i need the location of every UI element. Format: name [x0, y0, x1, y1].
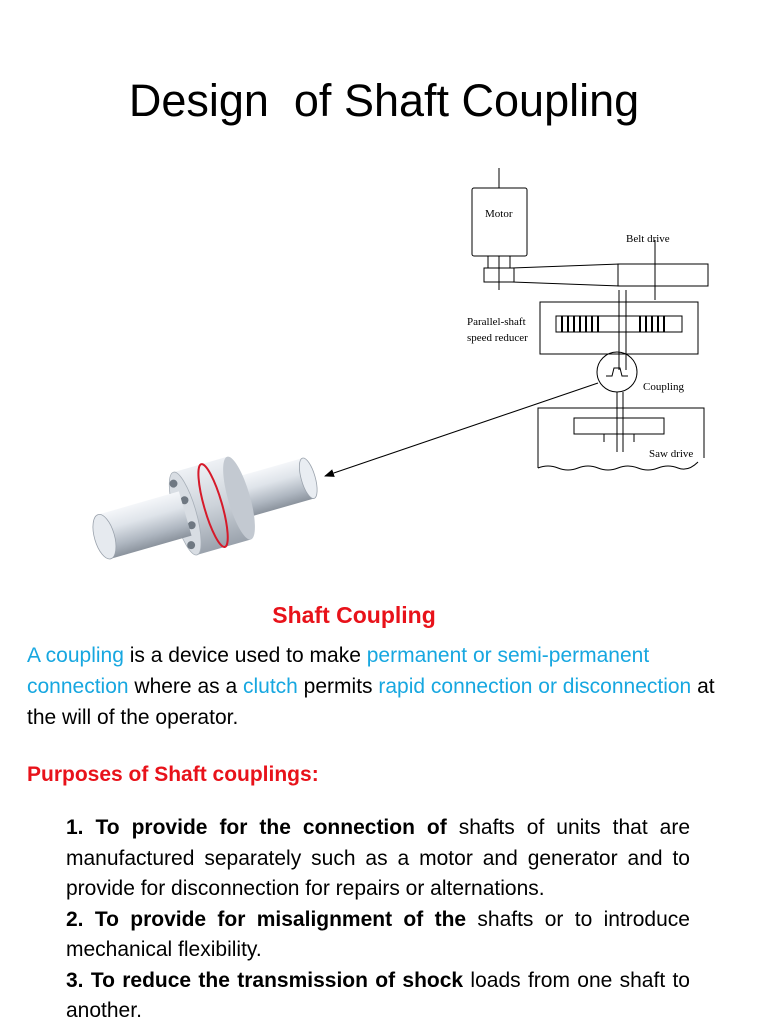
intro-term-coupling: A coupling	[27, 644, 124, 667]
intro-paragraph: A coupling is a device used to make perm…	[27, 640, 743, 733]
purpose-item: 2. To provide for misalignment of the sh…	[66, 905, 690, 966]
purpose-text: shafts or to introduce mechanical flexib…	[66, 907, 690, 962]
intro-term-permanent: permanent or semi-permanent connection	[27, 644, 650, 698]
purpose-text: shafts of units that are manufactured se…	[66, 816, 690, 900]
label-coupling: Coupling	[643, 381, 684, 393]
section-heading: Shaft Coupling	[272, 602, 436, 628]
intro-term-clutch: clutch	[242, 675, 298, 698]
purpose-bold: 3. To reduce the transmission of shock	[66, 968, 464, 992]
purpose-text: loads from one shaft to another.	[66, 968, 690, 1023]
label-saw-drive: Saw drive	[649, 448, 693, 460]
purpose-item: 3. To reduce the transmission of shock l…	[66, 966, 690, 1027]
intro-text: at the will of the operator.	[27, 675, 715, 729]
coupling-3d-illustration	[92, 456, 318, 560]
label-reducer-line1: Parallel-shaft	[467, 316, 526, 328]
page-title: Design of Shaft Coupling	[128, 75, 640, 126]
intro-text: is a device used to make	[123, 644, 367, 667]
label-reducer-line2: speed reducer	[467, 332, 528, 344]
drive-schematic	[471, 168, 709, 471]
purposes-heading: Purposes of Shaft couplings:	[27, 763, 319, 786]
purpose-list: 1. To provide for the connection of shaf…	[66, 813, 690, 1027]
label-motor: Motor	[485, 208, 513, 220]
purpose-item: 1. To provide for the connection of shaf…	[66, 813, 690, 905]
intro-term-rapid: rapid connection or disconnection	[378, 675, 692, 698]
purpose-bold: 1. To provide for the connection of	[66, 816, 447, 839]
label-belt-drive: Belt drive	[626, 233, 670, 245]
intro-text: where as a	[128, 675, 243, 698]
purpose-bold: 2. To provide for misalignment of the	[66, 907, 467, 931]
coupling-figure: Motor Belt drive Parallel-shaft speed re…	[92, 168, 709, 560]
intro-text: permits	[297, 675, 379, 698]
